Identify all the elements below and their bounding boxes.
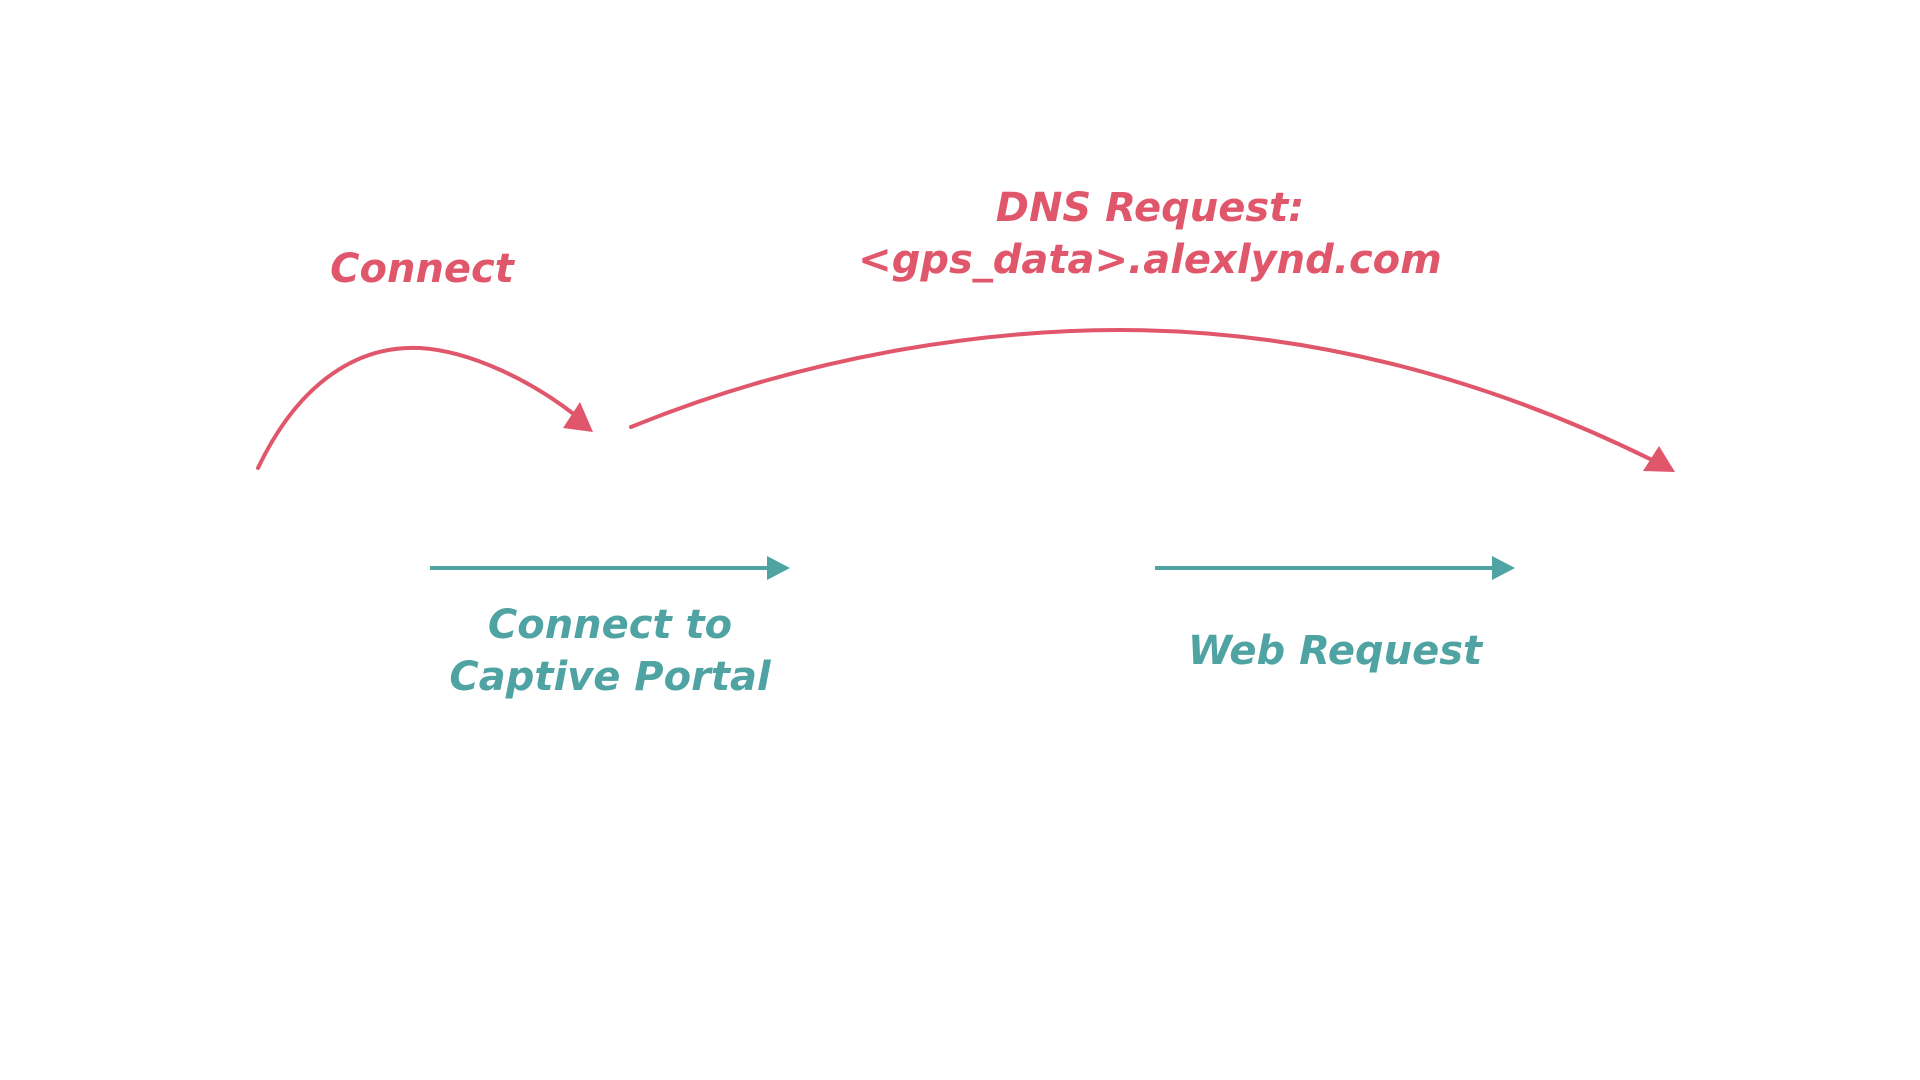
web-request-arrow xyxy=(1155,556,1515,580)
dns-request-arrow-head xyxy=(1643,446,1675,472)
dns-request-label-line-2: <gps_data>.alexlynd.com xyxy=(858,237,1442,283)
captive-portal-label: Connect to Captive Portal xyxy=(449,599,770,703)
connect-arrow-head xyxy=(563,402,593,432)
connect-label-line-1: Connect xyxy=(330,246,514,292)
dns-request-arrow-path xyxy=(629,327,1654,462)
connect-arrow-path xyxy=(256,345,577,470)
captive-portal-arrow xyxy=(430,556,790,580)
dns-request-label-line-1: DNS Request: xyxy=(995,185,1305,231)
connect-label: Connect xyxy=(330,243,514,295)
captive-portal-label-line-1: Connect to xyxy=(487,602,733,648)
captive-portal-arrow-head xyxy=(767,556,790,580)
dns-request-arrow xyxy=(629,327,1675,472)
captive-portal-label-line-2: Captive Portal xyxy=(449,654,771,700)
web-request-label: Web Request xyxy=(1188,625,1482,677)
web-request-arrow-head xyxy=(1492,556,1515,580)
web-request-label-line-1: Web Request xyxy=(1187,628,1483,674)
connect-arrow xyxy=(256,345,593,470)
dns-request-label: DNS Request: <gps_data>.alexlynd.com xyxy=(858,182,1442,286)
